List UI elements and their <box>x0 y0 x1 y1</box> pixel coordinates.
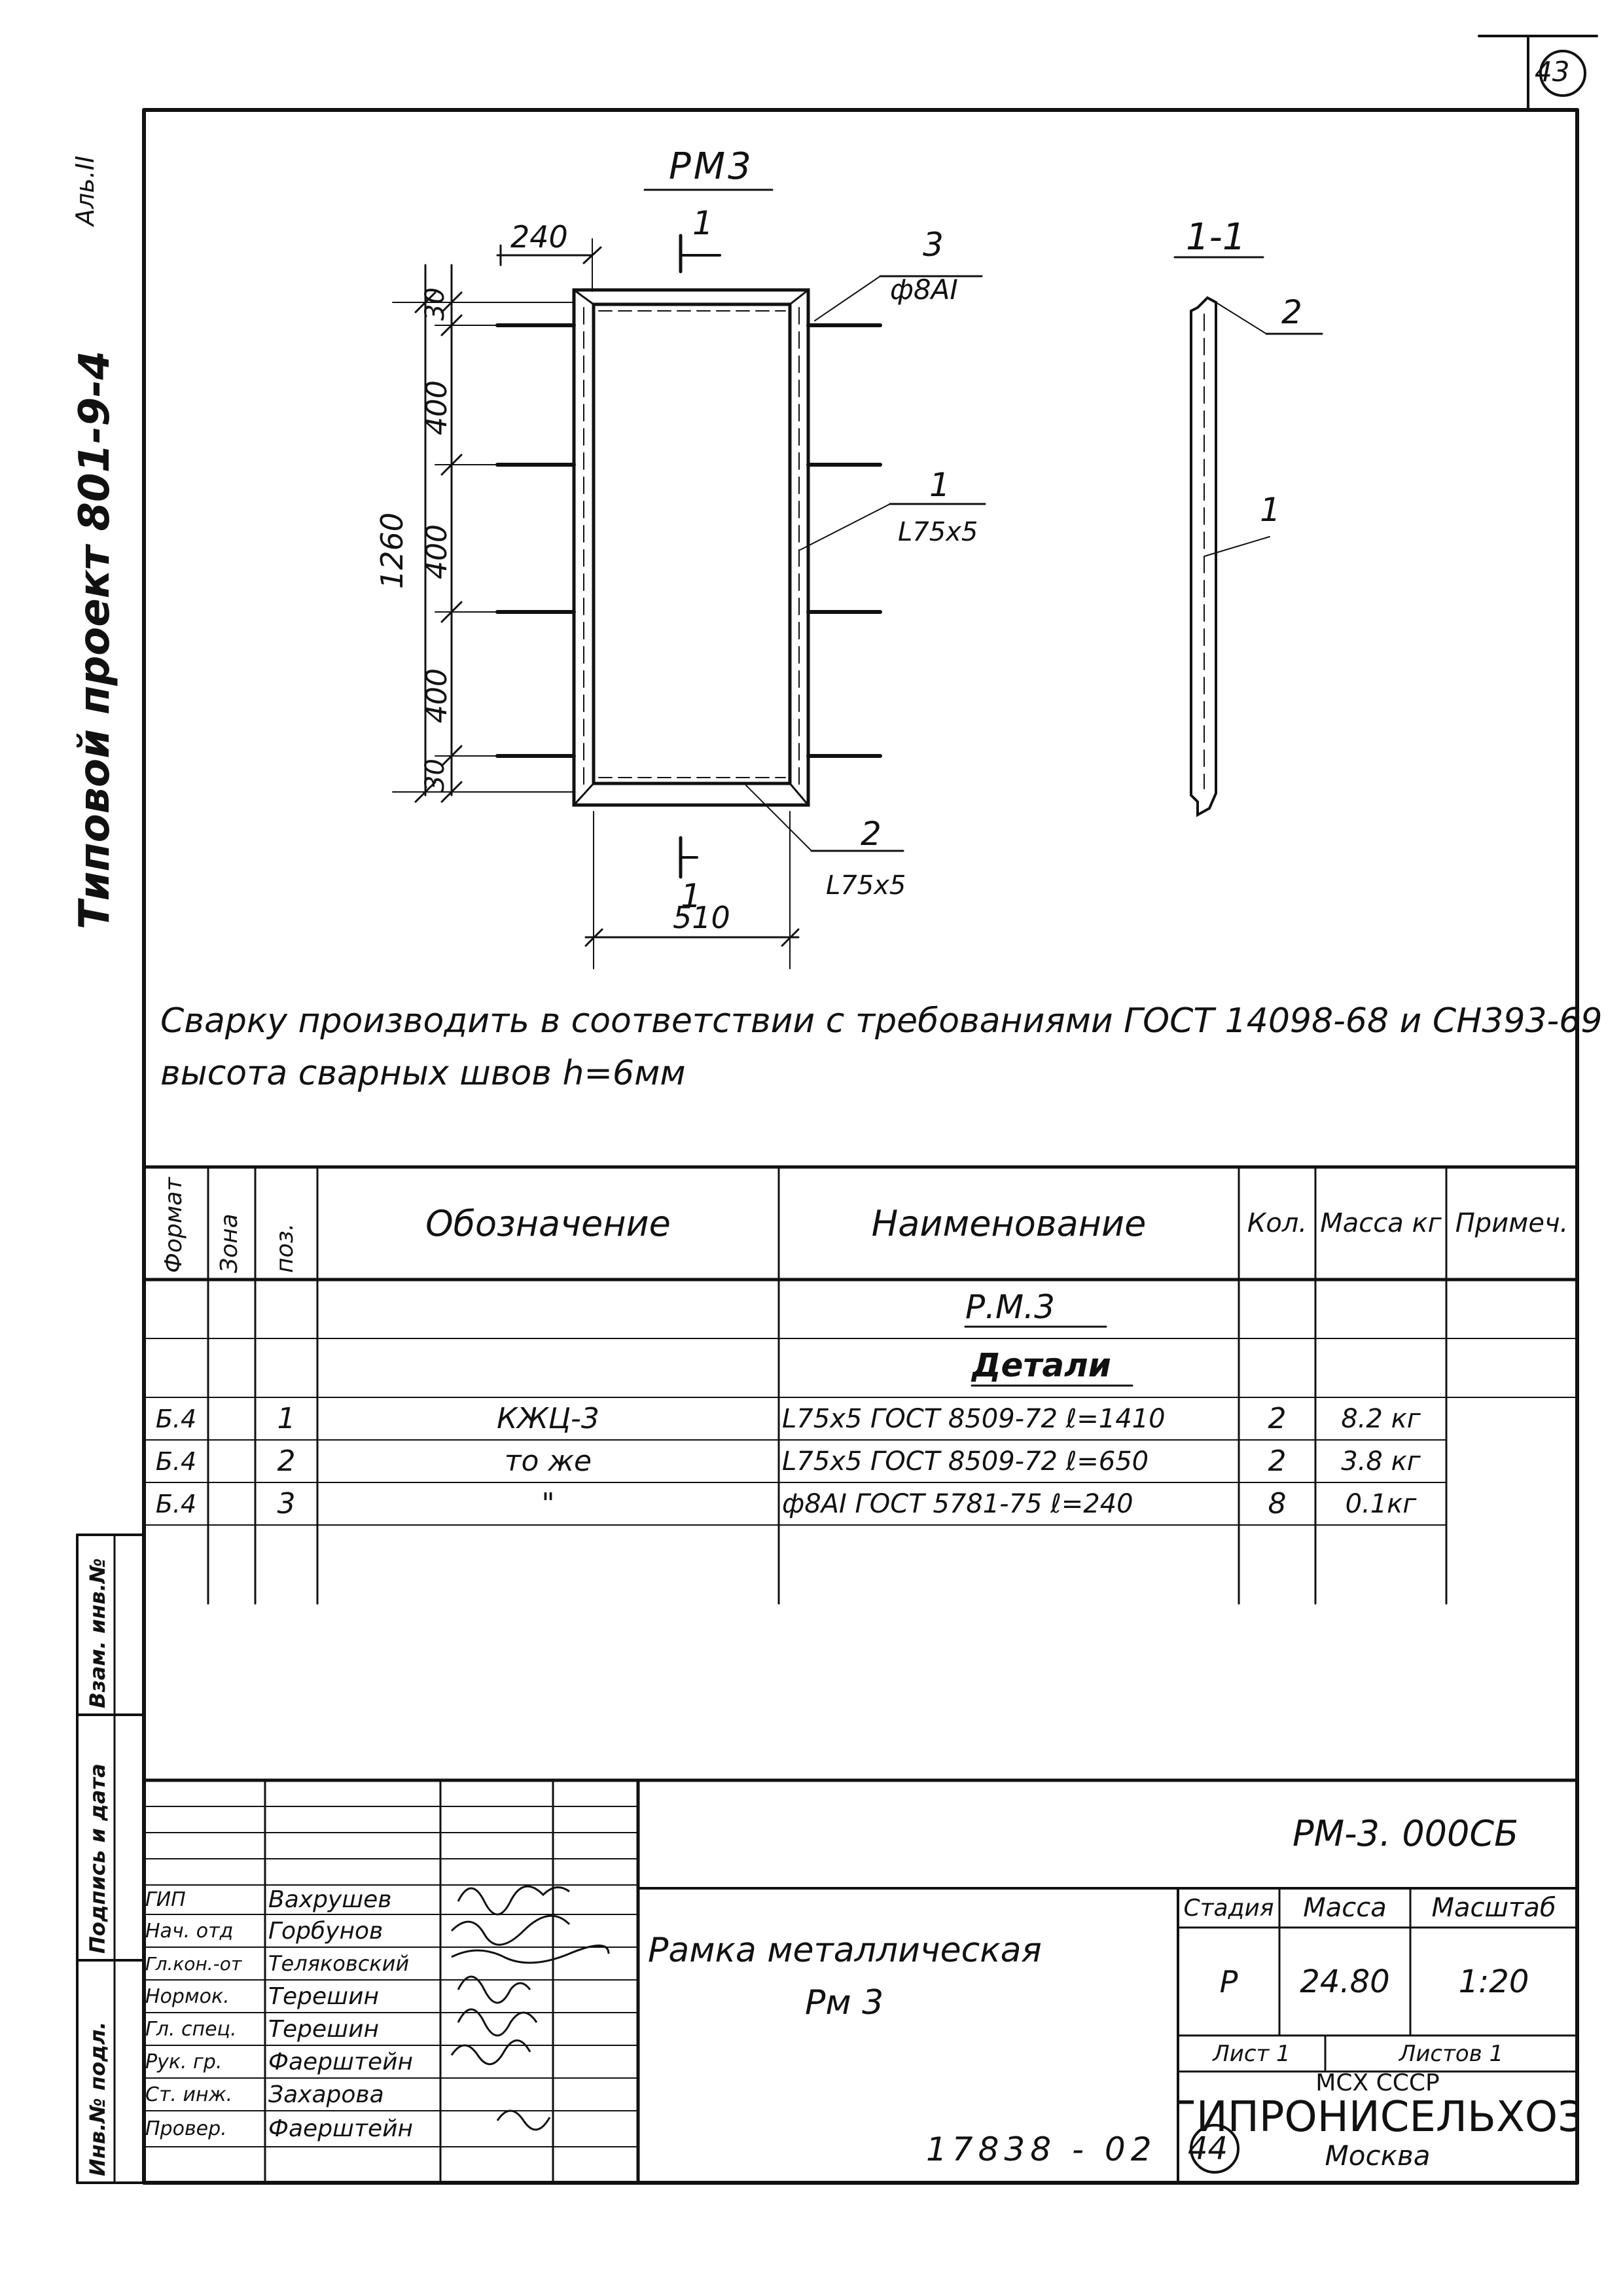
object-name-2: Рм 3 <box>805 1983 884 2022</box>
row-2-name: L75x5 ГОСТ 8509-72 ℓ=650 <box>782 1446 1149 1477</box>
dim-seg-bottom: 30 <box>420 759 450 792</box>
row-2-format: Б.4 <box>155 1446 197 1476</box>
header-qty: Кол. <box>1247 1208 1308 1238</box>
group-title: Р.М.3 <box>965 1288 1055 1326</box>
signatory-name: Терешин <box>268 2015 380 2043</box>
signatory-role: ГИП <box>145 1888 186 1911</box>
signatory-name: Горбунов <box>268 1917 383 1945</box>
stage-label: Стадия <box>1183 1894 1274 1922</box>
row-1-qty: 2 <box>1268 1402 1287 1435</box>
header-format: Формат <box>160 1177 187 1273</box>
signatory-role: Гл.кон.-от <box>145 1952 242 1975</box>
header-note: Примеч. <box>1455 1208 1569 1238</box>
side-stamp-inv-podl: Инв.№ подл. <box>85 2021 110 2176</box>
row-1-name: L75x5 ГОСТ 8509-72 ℓ=1410 <box>782 1403 1166 1434</box>
row-3-name: ф8АI ГОСТ 5781-75 ℓ=240 <box>782 1488 1133 1519</box>
callout-2-spec: L75x5 <box>826 870 906 901</box>
page-number-bottom: 44 <box>1188 2130 1228 2167</box>
row-1-pos: 1 <box>277 1402 296 1435</box>
callout-1-pos: 1 <box>929 466 950 504</box>
callout-3-spec: ф8АI <box>890 274 958 306</box>
series-title: Типовой проект 801-9-4 <box>71 350 119 929</box>
sheets-label: Листов 1 <box>1399 2040 1504 2067</box>
signatory-name: Фаерштейн <box>268 2048 414 2075</box>
signatory-role: Гл. спец. <box>145 2017 237 2041</box>
callout-1-spec: L75x5 <box>898 517 978 547</box>
section-title: 1-1 <box>1186 216 1246 259</box>
row-2-qty: 2 <box>1268 1444 1287 1478</box>
dim-top-offset: 240 <box>510 219 568 255</box>
drawing-title: РМ3 <box>669 145 754 188</box>
page-number-top: 43 <box>1535 56 1570 88</box>
signature-scribbles <box>450 1885 610 2131</box>
scale-label: Масштаб <box>1431 1893 1556 1923</box>
side-stamp-vzam-inv: Взам. инв.№ <box>85 1558 110 1708</box>
dim-total-height: 1260 <box>374 512 410 589</box>
note-line-2: высота сварных швов h=6мм <box>160 1054 686 1093</box>
row-3-format: Б.4 <box>155 1489 197 1518</box>
row-3-pos: 3 <box>277 1487 296 1520</box>
dim-seg-3: 400 <box>420 668 454 723</box>
org-city: Москва <box>1325 2139 1431 2172</box>
signatory-name: Вахрушев <box>268 1886 392 1913</box>
scale-value: 1:20 <box>1458 1963 1529 2000</box>
album-label: Аль.II <box>71 155 99 226</box>
dim-seg-2: 400 <box>420 524 454 579</box>
org-ministry: МСХ СССР <box>1315 2070 1440 2096</box>
row-3-qty: 8 <box>1268 1487 1287 1520</box>
stage-value: Р <box>1219 1964 1238 2000</box>
signatory-role: Нач. отд <box>145 1919 234 1943</box>
object-name-1: Рамка металлическая <box>648 1931 1042 1970</box>
row-2-pos: 2 <box>277 1444 296 1478</box>
row-2-designation: то же <box>504 1444 592 1478</box>
archive-number: 17838 - 02 <box>926 2130 1157 2168</box>
signatory-name: Фаерштейн <box>268 2115 414 2142</box>
row-1-designation: КЖЦ-3 <box>497 1402 599 1435</box>
signatory-name: Терешин <box>268 1982 380 2010</box>
signatory-name: Захарова <box>268 2081 384 2108</box>
group-subtitle: Детали <box>972 1346 1111 1384</box>
doc-code: РМ-3. 000СБ <box>1293 1813 1519 1854</box>
signatory-role: Нормок. <box>145 1984 230 2008</box>
dim-bottom-width: 510 <box>673 900 730 935</box>
mass-label: Масса <box>1303 1893 1387 1923</box>
org-institute: ГИПРОНИСЕЛЬХОЗ <box>1178 2094 1577 2140</box>
signatory-role: Ст. инж. <box>145 2083 233 2106</box>
signatory-name: Теляковский <box>268 1951 410 1976</box>
side-stamp-podpis-data: Подпись и дата <box>85 1763 110 1954</box>
header-mass: Масса кг <box>1320 1208 1442 1238</box>
header-name: Наименование <box>871 1202 1147 1244</box>
header-pos: поз. <box>272 1223 298 1273</box>
section-callout-1: 1 <box>1260 491 1281 529</box>
callout-2-pos: 2 <box>861 815 882 853</box>
callout-3-pos: 3 <box>923 226 944 264</box>
signatory-role: Провер. <box>145 2117 227 2140</box>
row-3-designation: " <box>541 1487 555 1520</box>
row-3-mass: 0.1кг <box>1345 1488 1417 1519</box>
row-2-mass: 3.8 кг <box>1341 1446 1421 1477</box>
mass-value: 24.80 <box>1300 1963 1390 2000</box>
sheet-label: Лист 1 <box>1213 2040 1291 2067</box>
header-designation: Обозначение <box>425 1202 671 1244</box>
row-1-mass: 8.2 кг <box>1341 1403 1421 1434</box>
row-1-format: Б.4 <box>155 1404 197 1433</box>
section-callout-2: 2 <box>1281 293 1302 331</box>
dim-seg-top: 30 <box>420 287 450 321</box>
note-line-1: Сварку производить в соответствии с треб… <box>160 1001 1603 1041</box>
cut-mark-bottom: 1 <box>681 877 702 915</box>
dim-seg-1: 400 <box>420 380 454 435</box>
cut-mark-top: 1 <box>692 204 713 242</box>
header-zone: Зона <box>216 1213 243 1273</box>
signatory-role: Рук. гр. <box>145 2050 223 2073</box>
